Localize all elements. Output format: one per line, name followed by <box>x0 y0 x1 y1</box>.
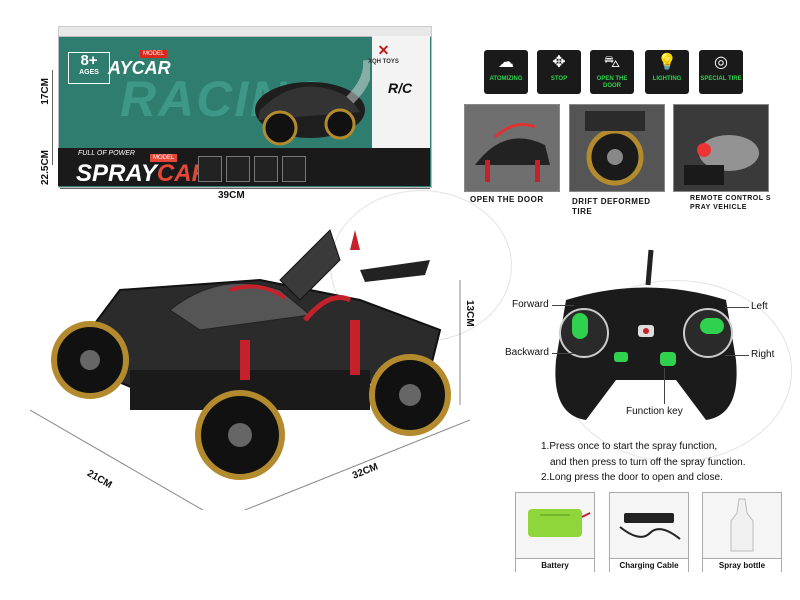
accessory-spray-bottle: Spray bottle <box>702 492 782 572</box>
package-feature-icon-3 <box>254 156 278 182</box>
wheel <box>195 390 285 480</box>
callout-forward: Forward <box>512 299 549 310</box>
accessory-cable-label: Charging Cable <box>610 558 688 572</box>
accessory-battery: Battery <box>515 492 595 572</box>
left-right-stick[interactable] <box>700 318 724 334</box>
photo-caption-open-door: OPEN THE DOOR <box>470 195 544 204</box>
callout-line <box>552 353 574 354</box>
callout-line <box>552 305 574 306</box>
bottle-icon <box>730 498 754 552</box>
age-number: 8+ <box>80 52 98 69</box>
callout-left: Left <box>751 301 768 312</box>
forward-backward-stick[interactable] <box>572 313 588 339</box>
wheel <box>369 354 451 436</box>
package-model-tag-2: MODEL <box>150 154 178 162</box>
callout-backward: Backward <box>505 347 549 358</box>
age-label: AGES <box>79 69 99 76</box>
photo-caption-spray-line2: PRAY VEHICLE <box>690 204 747 211</box>
callout-right: Right <box>751 349 775 360</box>
callout-line <box>725 355 749 356</box>
feature-atomizing: ☁ ATOMIZING <box>484 50 528 94</box>
instruction-line-1: 1.Press once to start the spray function… <box>541 441 718 452</box>
photo-caption-drift-line1: DRIFT DEFORMED <box>572 197 651 206</box>
package-full-of-power: FULL OF POWER <box>78 150 135 157</box>
feature-special-tire: ◎ SPECIAL TIRE <box>699 50 743 94</box>
photo-drift-tire <box>569 104 665 192</box>
accessory-battery-label: Battery <box>516 558 594 572</box>
tire-icon: ◎ <box>714 54 728 71</box>
feature-lighting: 💡 LIGHTING <box>645 50 689 94</box>
car-height-label: 13CM <box>464 300 475 327</box>
accessory-charging-cable: Charging Cable <box>609 492 689 572</box>
open-door-car-icon: ⛍ <box>603 54 621 71</box>
package-brand: ✕ XQH TOYS <box>368 42 399 65</box>
instruction-line-3: 2.Long press the door to open and close. <box>541 472 723 483</box>
door-button[interactable] <box>614 352 628 362</box>
photo-spray-vehicle-image <box>674 105 768 191</box>
brand-name: XQH TOYS <box>368 59 399 65</box>
age-badge: 8+ AGES <box>68 52 110 84</box>
accessory-bottle-label: Spray bottle <box>703 558 781 572</box>
photo-caption-spray-line1: REMOTE CONTROL S <box>690 195 771 202</box>
photo-drift-tire-image <box>570 105 664 191</box>
dimension-line <box>60 188 430 189</box>
main-car-image <box>30 229 470 510</box>
callout-line <box>725 307 749 308</box>
package-depth-label: 22.5CM <box>40 150 51 186</box>
photo-open-door <box>464 104 560 192</box>
instruction-line-2: and then press to turn off the spray fun… <box>550 457 746 468</box>
package-height-label: 17CM <box>40 78 51 105</box>
package-width-label: 39CM <box>218 190 245 201</box>
feature-stop: ✥ STOP <box>537 50 581 94</box>
package-feature-icon-1 <box>198 156 222 182</box>
package-rc-logo: R/C <box>388 80 413 96</box>
wheel <box>51 321 129 399</box>
product-name-spray: SPRAY <box>76 160 157 187</box>
photo-open-door-image <box>465 105 559 191</box>
usb-cable-icon <box>619 513 681 540</box>
package-model-tag: MODEL <box>140 50 168 58</box>
package-title-top: AYCAR <box>108 58 171 78</box>
function-key-button[interactable] <box>660 352 676 366</box>
package-car-image <box>255 59 370 146</box>
package-feature-icon-2 <box>226 156 250 182</box>
package-feature-icon-4 <box>282 156 306 182</box>
callout-line <box>664 368 665 404</box>
dimension-line <box>52 70 53 165</box>
bulb-icon: 💡 <box>657 54 677 71</box>
spray-cloud-icon: ☁ <box>498 54 514 71</box>
arrows-stop-icon: ✥ <box>552 54 566 71</box>
photo-spray-vehicle <box>673 104 769 192</box>
feature-open-door: ⛍ OPEN THE DOOR <box>590 50 634 94</box>
package-product-name: SPRAYCAR <box>76 160 209 188</box>
callout-function-key: Function key <box>626 406 683 417</box>
battery-pack-icon <box>528 509 591 537</box>
photo-caption-drift-line2: TIRE <box>572 207 593 216</box>
